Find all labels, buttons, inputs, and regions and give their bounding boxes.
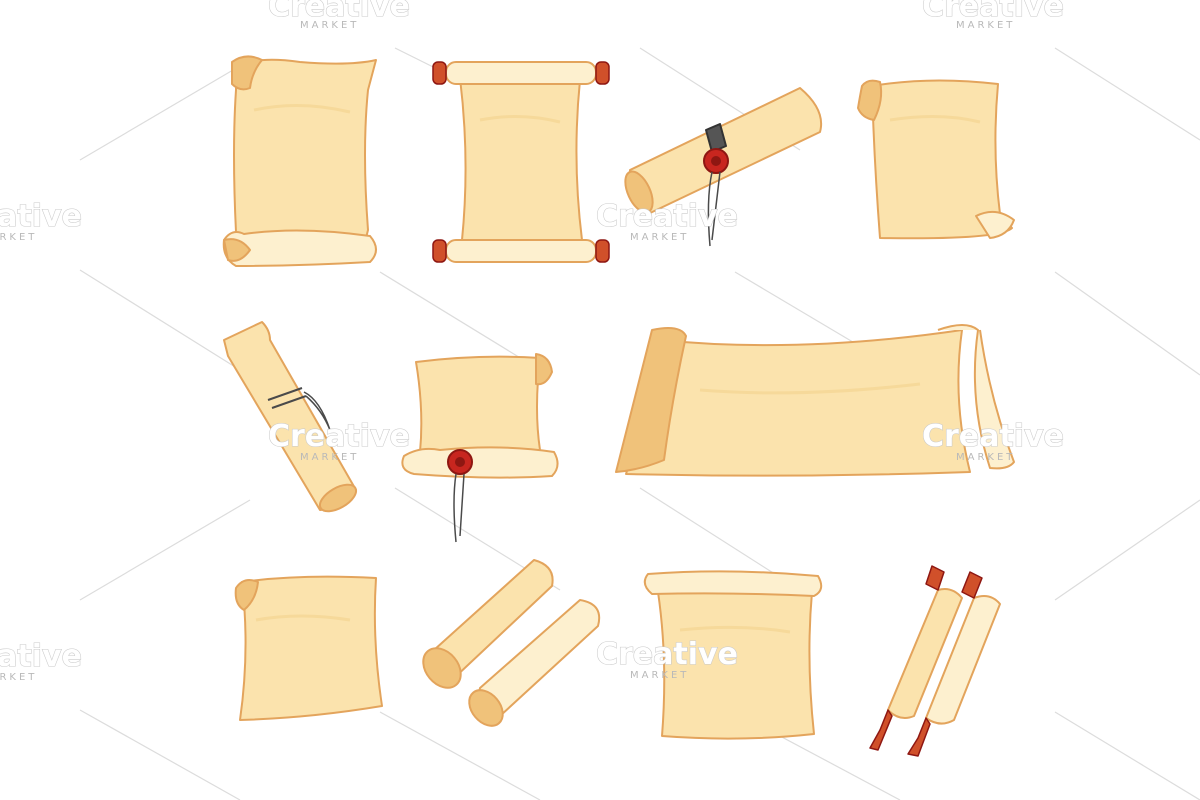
curled-paper-icon — [857, 79, 1015, 240]
scroll-with-rods-icon — [432, 61, 610, 263]
watermark-sub: MARKET — [0, 232, 37, 243]
tall-scroll-icon — [222, 55, 377, 267]
watermark-brand: Creative — [0, 639, 82, 674]
watermark-sub: MARKET — [956, 20, 1015, 31]
watermark-brand: Creative — [596, 199, 738, 234]
watermark-sub: MARKET — [630, 232, 689, 243]
watermark-brand: Creative — [268, 419, 410, 454]
banner-scroll-icon — [615, 324, 1015, 477]
watermark-brand: Creative — [0, 199, 82, 234]
watermark-lines — [79, 47, 1200, 800]
watermark-brand: Creative — [268, 0, 410, 24]
watermark-sub: MARKET — [0, 672, 37, 683]
watermark-sub: MARKET — [956, 452, 1015, 463]
watermark-brand: Creative — [922, 0, 1064, 24]
watermark-sub: MARKET — [300, 20, 359, 31]
watermark-brand: Creative — [596, 637, 738, 672]
watermark: Creative MARKET Creative MARKET Creative… — [0, 0, 1064, 683]
sealed-paper-icon — [401, 353, 559, 543]
sealed-rolled-scroll-icon — [624, 87, 822, 247]
curved-paper-icon — [234, 575, 383, 721]
watermark-brand: Creative — [922, 419, 1064, 454]
watermark-sub: MARKET — [300, 452, 359, 463]
double-rod-scroll-icon — [869, 565, 1001, 757]
watermark-sub: MARKET — [630, 670, 689, 681]
square-paper-icon — [643, 570, 823, 740]
tied-scroll-icon — [223, 321, 358, 513]
double-rolled-scroll-icon — [422, 559, 601, 727]
